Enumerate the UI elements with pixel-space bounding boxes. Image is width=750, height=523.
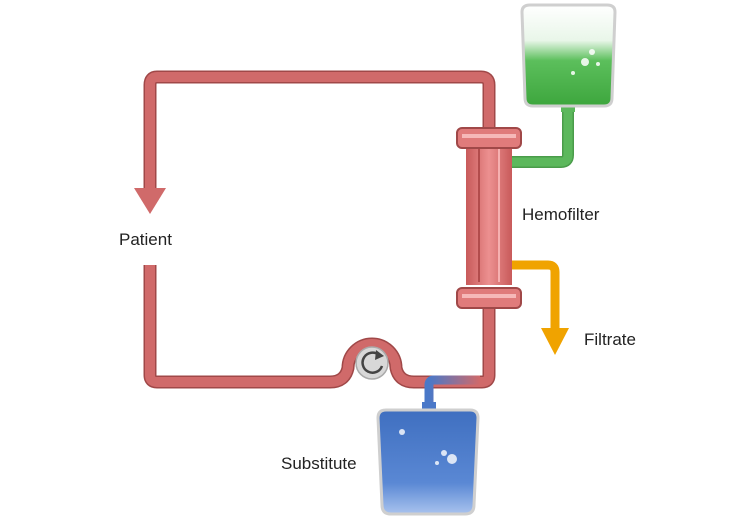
- arrow-down-icon: [541, 328, 569, 355]
- dialysate-bag: [520, 3, 617, 112]
- filtrate-label: Filtrate: [584, 330, 636, 349]
- substitute-label: Substitute: [281, 454, 357, 473]
- rotate-icon: [355, 346, 389, 380]
- filtrate-line: [512, 260, 560, 330]
- arrow-down-icon: [134, 188, 166, 214]
- hemofilter: [456, 127, 522, 309]
- dialysate-line: [512, 110, 574, 168]
- substitute-bag: [376, 402, 480, 516]
- substitute-line: [424, 375, 480, 408]
- hemofilter-label: Hemofilter: [522, 205, 600, 224]
- patient-label: Patient: [119, 230, 172, 249]
- blood-circuit-tubing: [143, 70, 496, 389]
